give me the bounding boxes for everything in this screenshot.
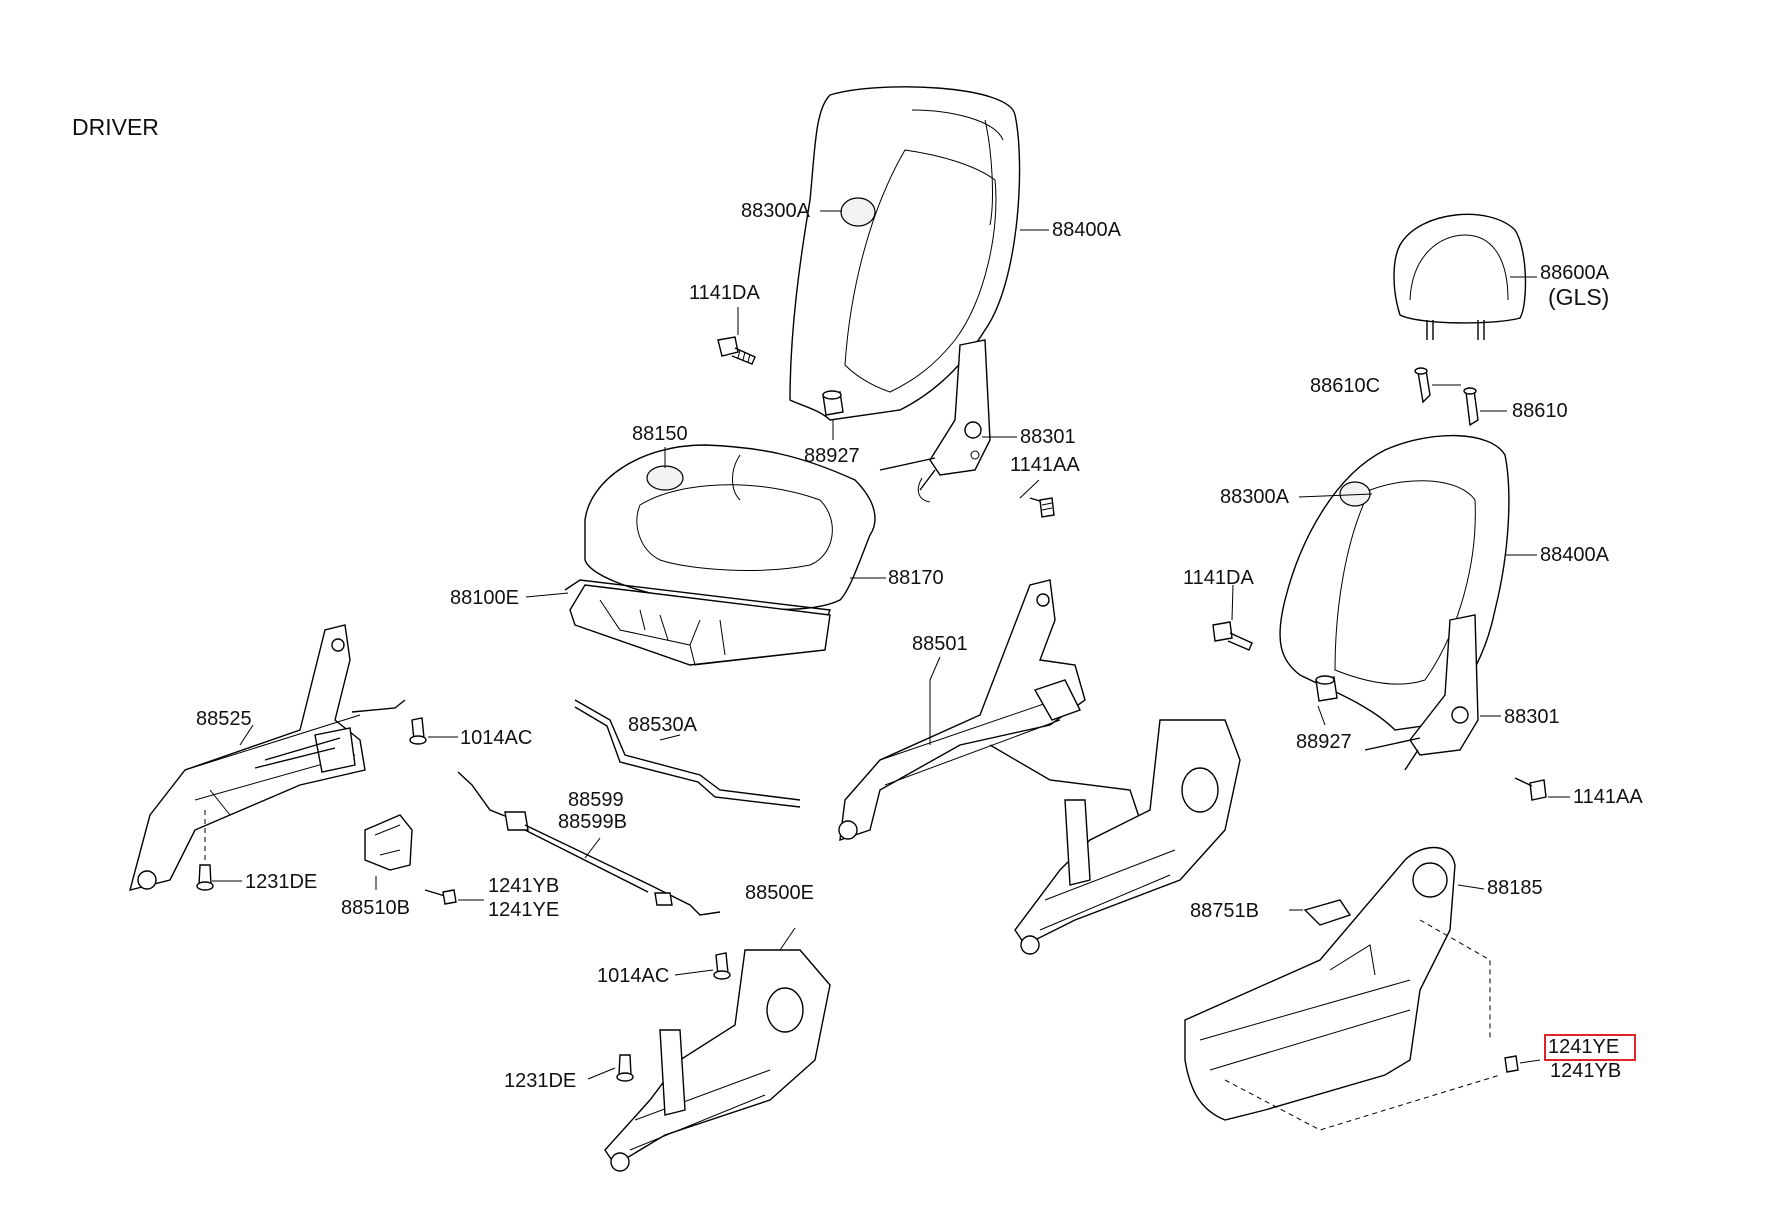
- label-1241YB-left: 1241YB: [488, 875, 560, 897]
- track-mid-right: [1014, 719, 1241, 955]
- bushing-88927-right: [1315, 675, 1338, 702]
- headrest-guides: [1414, 367, 1479, 427]
- bushing-88927-top: [822, 390, 844, 416]
- seat-back-top: [789, 86, 1021, 503]
- label-88400A-top: 88400A: [1052, 219, 1121, 241]
- label-1241YB-right: 1241YB: [1550, 1060, 1622, 1082]
- rod-88530A: [574, 699, 801, 808]
- cable-88599: [457, 771, 721, 916]
- highlight-box-1241YE: [1544, 1034, 1636, 1061]
- label-88510B: 88510B: [341, 897, 410, 919]
- label-88501: 88501: [912, 633, 968, 655]
- label-1241YE-right: 1241YE: [1548, 1036, 1620, 1058]
- label-88751B: 88751B: [1190, 900, 1259, 922]
- seat-back-right: [1279, 434, 1510, 771]
- label-88100E: 88100E: [450, 587, 519, 609]
- label-88170: 88170: [888, 567, 944, 589]
- label-88301-top: 88301: [1020, 426, 1076, 448]
- label-1141AA-top: 1141AA: [1010, 454, 1080, 476]
- label-88525: 88525: [196, 708, 252, 730]
- bolt-1141DA-right: [1212, 621, 1253, 651]
- label-88530A: 88530A: [628, 714, 697, 736]
- label-1014AC-left: 1014AC: [460, 727, 533, 749]
- page-title: DRIVER: [72, 114, 159, 140]
- label-88400A-right: 88400A: [1540, 544, 1609, 566]
- label-1141AA-right: 1141AA: [1573, 786, 1643, 808]
- label-88301-right: 88301: [1504, 706, 1560, 728]
- label-88927-top: 88927: [804, 445, 860, 467]
- label-88599B: 88599B: [558, 811, 627, 833]
- label-1231DE-mid: 1231DE: [504, 1070, 577, 1092]
- label-gls: (GLS): [1548, 284, 1610, 310]
- label-88927-right: 88927: [1296, 731, 1352, 753]
- side-cover-88185: [1184, 846, 1501, 1131]
- leader-lines: [212, 210, 1570, 1080]
- track-88501: [838, 579, 1141, 842]
- label-88599: 88599: [568, 789, 624, 811]
- bolt-1141AA-right: [1514, 777, 1547, 801]
- label-88300A-top: 88300A: [741, 200, 810, 222]
- screw-1014AC-left: [351, 699, 427, 745]
- label-88600A: 88600A: [1540, 262, 1609, 284]
- screw-1241Y-left: [424, 889, 457, 905]
- bolt-1231DE-left: [196, 810, 214, 891]
- screw-1241Y-right: [1504, 1055, 1519, 1073]
- label-88185: 88185: [1487, 877, 1543, 899]
- label-88500E: 88500E: [745, 882, 814, 904]
- label-1141DA-top: 1141DA: [689, 282, 760, 304]
- label-1141DA-right: 1141DA: [1183, 567, 1254, 589]
- screw-1014AC-mid: [713, 952, 731, 980]
- label-1014AC-mid: 1014AC: [597, 965, 670, 987]
- bolt-1141AA-top: [1029, 497, 1055, 518]
- label-88610C: 88610C: [1310, 375, 1381, 397]
- knob-88751B: [1303, 899, 1352, 926]
- clip-88510B: [364, 814, 413, 871]
- bolt-1141DA-top: [717, 336, 756, 365]
- label-88300A-right: 88300A: [1220, 486, 1289, 508]
- label-1231DE-left: 1231DE: [245, 871, 318, 893]
- label-1241YE-left: 1241YE: [488, 899, 560, 921]
- bolt-1231DE-mid: [616, 1054, 634, 1082]
- label-88150: 88150: [632, 423, 688, 445]
- headrest: [1393, 213, 1527, 340]
- track-88500E: [604, 949, 831, 1172]
- seat-cushion: [564, 444, 876, 666]
- label-88610: 88610: [1512, 400, 1568, 422]
- track-88525: [129, 624, 366, 891]
